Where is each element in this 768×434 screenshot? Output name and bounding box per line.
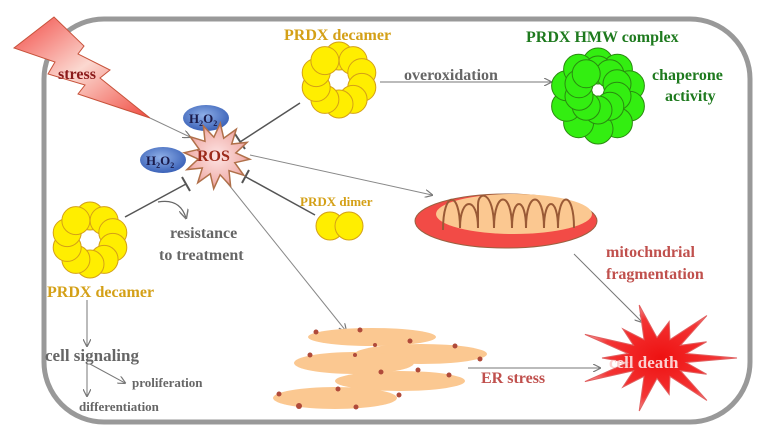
h2o2-molecule-top: H2O2 <box>183 105 229 131</box>
stress-label: stress <box>58 66 96 83</box>
resistance-arrow <box>157 200 186 218</box>
prdx-decamer-left-label: PRDX decamer <box>47 284 154 301</box>
prdx-decamer-left-icon <box>52 201 128 279</box>
svg-text:H2O2: H2O2 <box>146 153 174 170</box>
mito-to-death-arrow <box>573 253 642 322</box>
decamer-left-inhibit-line <box>124 183 187 218</box>
prdx-decamer-top-icon <box>301 41 377 119</box>
mitochondrion-icon <box>414 193 598 249</box>
ros-label: ROS <box>197 148 230 165</box>
dimer-inhibit-line <box>245 176 316 216</box>
to-treatment-label: to treatment <box>159 247 244 264</box>
er-stress-label: ER stress <box>481 370 545 387</box>
h2o2-molecule-left: H2O2 <box>140 147 186 173</box>
cell-signaling-label: cell signaling <box>45 346 139 365</box>
prdx-monomer <box>310 46 340 76</box>
overoxidation-label: overoxidation <box>404 67 498 84</box>
stress-to-ros-arrow <box>149 117 190 137</box>
mito-fragmentation-label-2: fragmentation <box>606 266 704 283</box>
prdx-decamer-top-label: PRDX decamer <box>284 27 391 44</box>
signaling-to-proliferation-arrow <box>89 363 125 383</box>
proliferation-label: proliferation <box>132 375 203 390</box>
activity-label: activity <box>665 88 716 105</box>
prdx-monomer <box>571 59 601 89</box>
prdx-hmw-label: PRDX HMW complex <box>526 29 679 46</box>
resistance-label: resistance <box>170 225 237 242</box>
stress-bolt-icon <box>12 16 151 119</box>
cell-death-burst-icon <box>584 304 738 412</box>
differentiation-label: differentiation <box>79 399 160 414</box>
ros-to-er-arrow <box>224 179 346 331</box>
endoplasmic-reticulum-icon <box>273 327 487 410</box>
cell-boundary <box>41 16 753 425</box>
prdx-monomer <box>61 206 91 236</box>
ros-to-mito-arrow <box>249 154 432 195</box>
ros-burst-icon <box>181 120 253 192</box>
prdx-hmw-complex-icon <box>551 47 645 145</box>
svg-text:H2O2: H2O2 <box>189 111 217 128</box>
prdx-dimer-icon <box>315 211 364 241</box>
chaperone-label: chaperone <box>652 67 723 84</box>
decamer-top-inhibit-line <box>239 102 301 143</box>
cell-death-label: cell death <box>609 353 679 372</box>
decamer-left-inhibit-bar <box>181 176 191 192</box>
mito-fragmentation-label-1: mitochndrial <box>606 244 695 261</box>
prdx-dimer-label: PRDX dimer <box>300 194 373 209</box>
